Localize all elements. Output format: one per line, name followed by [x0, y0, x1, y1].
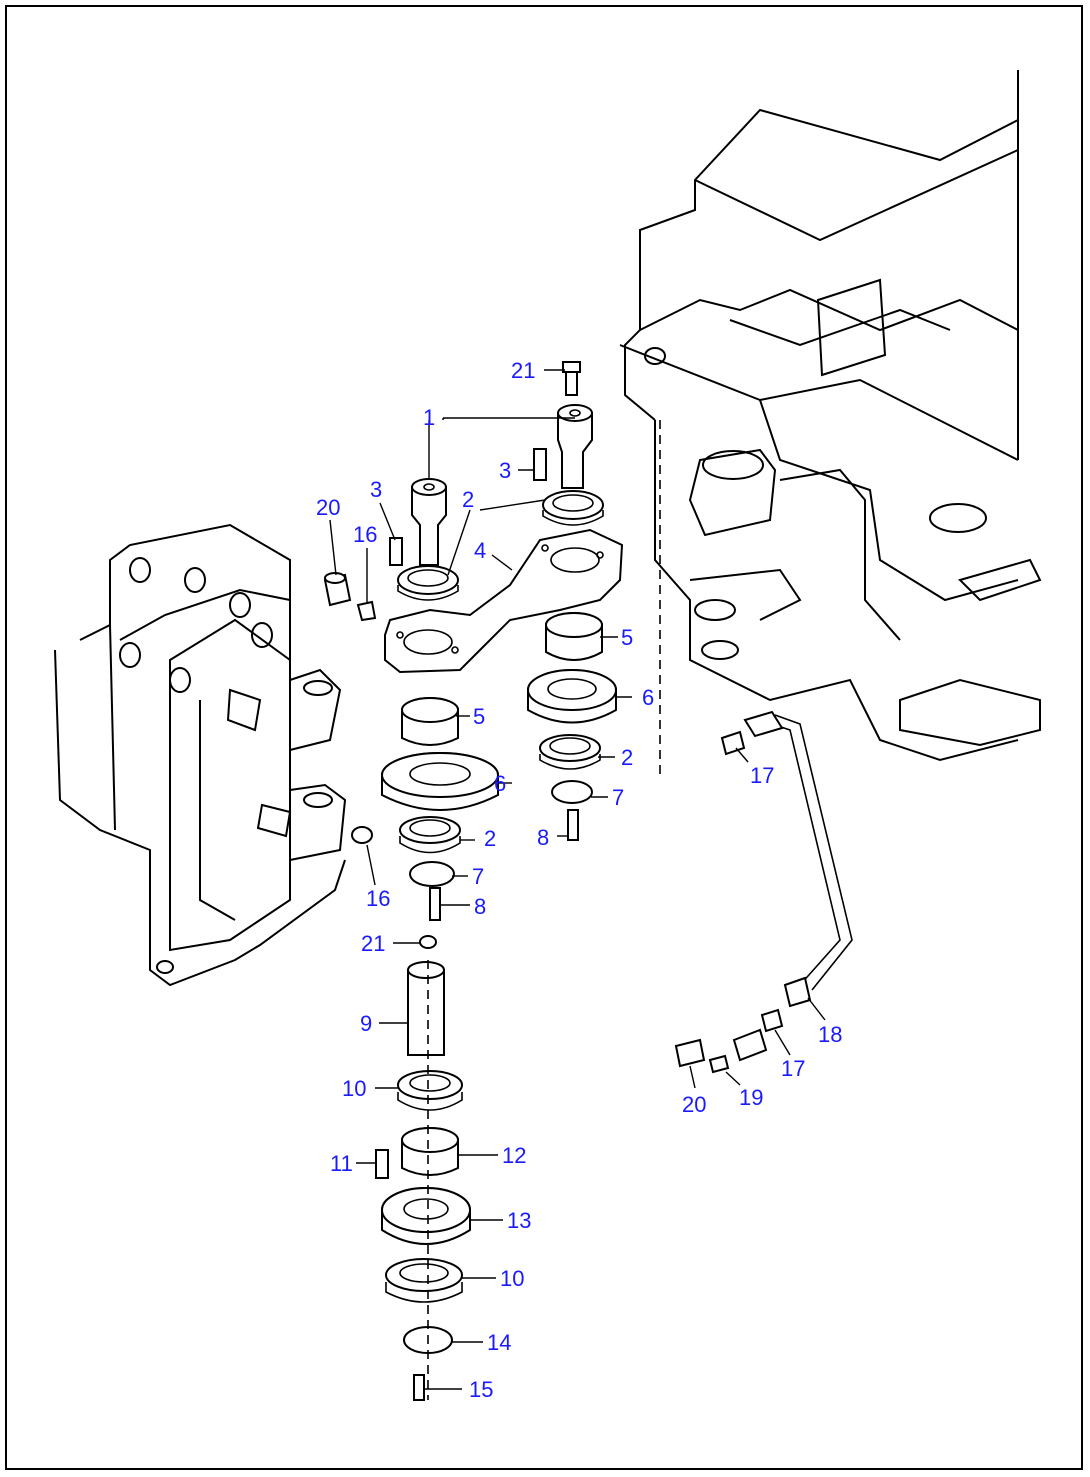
callout-9: 9: [360, 1011, 372, 1036]
callout-19: 19: [739, 1085, 763, 1110]
callout-5: 5: [473, 704, 485, 729]
callout-21: 21: [361, 931, 385, 956]
callout-2: 2: [484, 826, 496, 851]
callout-6: 6: [494, 771, 506, 796]
upper-pivot-assembly: [323, 361, 624, 674]
callout-3: 3: [499, 458, 511, 483]
callout-14: 14: [487, 1330, 511, 1355]
callout-8: 8: [474, 894, 486, 919]
callout-10: 10: [342, 1076, 366, 1101]
front-frame: [54, 523, 347, 987]
left-bearing-stack: [351, 697, 499, 921]
callout-12: 12: [502, 1143, 526, 1168]
callout-6: 6: [642, 685, 654, 710]
callout-21: 21: [511, 358, 535, 383]
leader-lines: [329, 369, 826, 1390]
grease-line-assembly: [674, 710, 853, 1074]
callout-3: 3: [370, 477, 382, 502]
callout-18: 18: [818, 1022, 842, 1047]
lower-pivot-stack: [375, 935, 471, 1401]
callout-4: 4: [474, 538, 486, 563]
callout-13: 13: [507, 1208, 531, 1233]
callout-1: 1: [423, 405, 435, 430]
callout-10: 10: [500, 1266, 524, 1291]
drawing-border: [5, 5, 1083, 1470]
callout-16: 16: [366, 886, 390, 911]
callout-11: 11: [330, 1151, 353, 1176]
callout-2: 2: [621, 745, 633, 770]
callout-7: 7: [472, 864, 484, 889]
callout-17: 17: [781, 1056, 805, 1081]
rear-frame: [619, 70, 1042, 780]
right-bearing-stack: [527, 612, 617, 841]
callout-labels: 21 1 3 3 2 20 16 4 5 6 5 2 7 6 2 8 7 16 …: [316, 358, 842, 1402]
callout-17: 17: [750, 763, 774, 788]
callout-7: 7: [612, 785, 624, 810]
callout-15: 15: [469, 1377, 493, 1402]
callout-2: 2: [462, 487, 474, 512]
callout-16: 16: [353, 522, 377, 547]
callout-20: 20: [316, 495, 340, 520]
callout-8: 8: [537, 825, 549, 850]
callout-5: 5: [621, 625, 633, 650]
callout-20: 20: [682, 1092, 706, 1117]
